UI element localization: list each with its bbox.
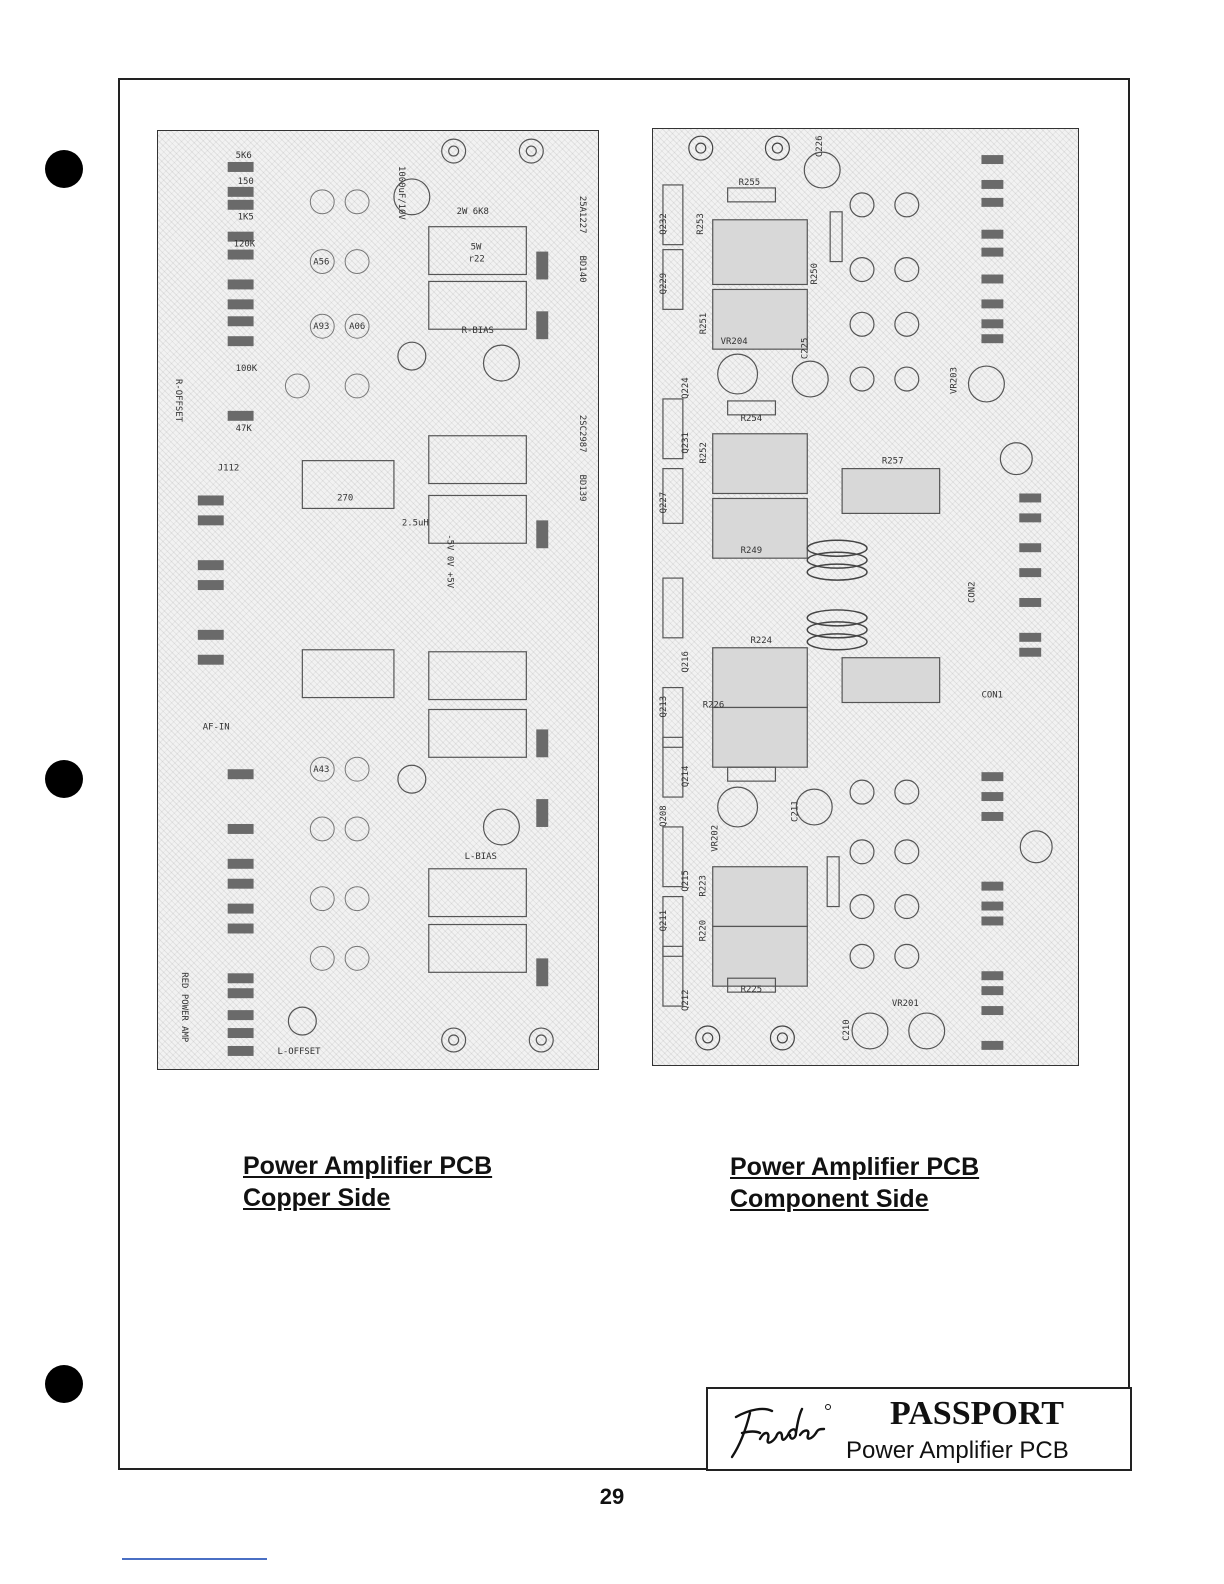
copper-label: 2.5uH (402, 518, 429, 528)
title-passport: PASSPORT (890, 1395, 1064, 1432)
copper-label: A06 (349, 322, 365, 332)
component-label: Q214 (681, 766, 691, 788)
component-label: R223 (699, 875, 709, 897)
pcb-component-drawing: R255 R253 R251 R250 R254 R252 R249 R257 … (659, 136, 1053, 1051)
component-label: R250 (810, 263, 820, 285)
component-label: CON2 (967, 581, 977, 603)
punch-hole-bottom (45, 1365, 83, 1403)
component-label: R254 (741, 414, 763, 424)
copper-label: BD139 (577, 475, 587, 502)
component-label: VR202 (711, 825, 721, 852)
copper-label: RED POWER AMP (179, 972, 189, 1042)
component-label: Q212 (681, 990, 691, 1012)
copper-label: A93 (313, 322, 329, 332)
copper-label: A56 (313, 258, 329, 268)
page-number: 29 (599, 1484, 625, 1509)
copper-label: 47K (236, 424, 253, 434)
component-label: Q215 (681, 870, 691, 892)
component-label: VR203 (950, 367, 960, 394)
component-label: R257 (882, 457, 904, 467)
component-label: R255 (739, 178, 761, 188)
caption-component-line2: Component Side (730, 1185, 929, 1213)
copper-label: 2W 6K8 (457, 207, 489, 217)
pcb-component-side-image: R255 R253 R251 R250 R254 R252 R249 R257 … (652, 128, 1079, 1066)
punch-hole-top (45, 150, 83, 188)
copper-label: AF-IN (203, 722, 230, 732)
component-label: C226 (815, 136, 825, 158)
component-label: Q229 (659, 273, 669, 295)
copper-label: A43 (313, 765, 329, 775)
fender-logo (730, 1404, 831, 1459)
component-label: R225 (741, 985, 763, 995)
copper-label: BD140 (577, 256, 587, 283)
component-label: C225 (800, 338, 810, 360)
component-label: R224 (751, 636, 773, 646)
caption-copper-side: Power Amplifier PCB Copper Side (243, 1150, 492, 1214)
pcb-copper-drawing: 5K6 150 1K5 120K 100K 47K R-OFFSET 1000u… (173, 138, 587, 1057)
component-label: C210 (842, 1019, 852, 1041)
component-label: R253 (696, 213, 706, 235)
component-label: R220 (699, 920, 709, 942)
copper-label: 1000uF/10V (396, 166, 406, 220)
copper-label: 5W (471, 243, 482, 253)
copper-label: 5K6 (236, 151, 252, 161)
copper-label: R-BIAS (462, 326, 494, 336)
copper-label: 100K (236, 364, 258, 374)
component-label: Q211 (659, 910, 669, 932)
title-block: PASSPORT Power Amplifier PCB (706, 1387, 1132, 1471)
caption-component-side: Power Amplifier PCB Component Side (730, 1151, 979, 1215)
footer-rule (122, 1558, 267, 1560)
punch-hole-middle (45, 760, 83, 798)
copper-label: 270 (337, 493, 353, 503)
component-label: R252 (699, 442, 709, 464)
component-label: CON1 (981, 691, 1003, 701)
component-label: Q213 (659, 696, 669, 718)
component-label: Q227 (659, 492, 669, 514)
caption-copper-line2: Copper Side (243, 1184, 391, 1212)
component-label: Q231 (681, 432, 691, 454)
copper-label: R-OFFSET (173, 379, 183, 423)
caption-copper-line1: Power Amplifier PCB (243, 1152, 493, 1180)
copper-label: 1K5 (238, 213, 254, 223)
component-label: VR204 (721, 337, 748, 347)
caption-component-line1: Power Amplifier PCB (730, 1153, 980, 1181)
copper-label: r22 (469, 255, 485, 265)
copper-label: 25A1227 (577, 196, 587, 234)
title-subtitle: Power Amplifier PCB (846, 1437, 1069, 1464)
copper-label: J112 (218, 464, 240, 474)
component-label: VR201 (892, 999, 919, 1009)
page-frame (118, 78, 1130, 1470)
copper-label: -5V 0V +5V (445, 534, 455, 588)
copper-label: 120K (234, 240, 256, 250)
component-label: Q216 (681, 651, 691, 673)
component-label: Q232 (659, 213, 669, 235)
copper-label: 150 (238, 177, 254, 187)
component-label: Q224 (681, 377, 691, 399)
copper-label: L-OFFSET (277, 1047, 321, 1057)
component-label: Q208 (659, 805, 669, 827)
component-label: C211 (790, 800, 800, 822)
pcb-copper-side-image: 5K6 150 1K5 120K 100K 47K R-OFFSET 1000u… (157, 130, 599, 1070)
component-label: R226 (703, 700, 725, 710)
copper-label: L-BIAS (465, 852, 497, 862)
component-label: R249 (741, 546, 763, 556)
component-label: R251 (699, 313, 709, 335)
copper-label: 2SC2987 (577, 415, 587, 453)
